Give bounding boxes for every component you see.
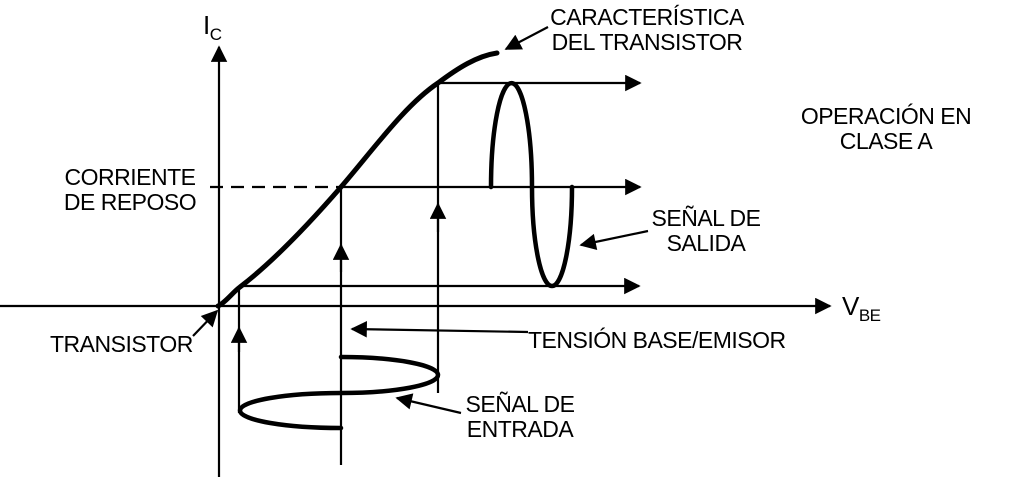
class-a-operation-label: OPERACIÓN EN CLASE A	[800, 103, 972, 154]
output-signal-label: SEÑAL DE SALIDA	[652, 206, 761, 256]
y-axis-label-sub: C	[209, 25, 222, 44]
y-axis-label-main: I	[203, 10, 210, 40]
characteristic-label: CARACTERÍSTICA DEL TRANSISTOR	[550, 5, 744, 55]
input-signal-leader-arrow	[395, 393, 462, 415]
quiescent-current-label-line2: DE REPOSO	[63, 189, 197, 215]
y-axis-label: IC	[203, 10, 222, 44]
input-signal-label: SEÑAL DE ENTRADA	[466, 392, 575, 442]
characteristic-label-line2: DEL TRANSISTOR	[551, 29, 743, 55]
class-a-operation-label-line2: CLASE A	[839, 128, 933, 154]
output-signal-leader-arrow	[579, 229, 649, 251]
base-emitter-leader-arrow	[350, 321, 529, 338]
output-signal-label-line2: SALIDA	[666, 230, 746, 256]
base-emitter-voltage-label: TENSIÓN BASE/EMISOR	[528, 327, 786, 353]
transistor-characteristic-curve	[215, 50, 500, 309]
transistor-leader-arrow	[192, 309, 219, 337]
input-signal-label-line1: SEÑAL DE	[465, 391, 575, 417]
x-axis-label: VBE	[842, 291, 881, 325]
output-signal-label-line1: SEÑAL DE	[651, 205, 761, 231]
characteristic-label-line1: CARACTERÍSTICA	[550, 4, 744, 30]
quiescent-current-label: CORRIENTE DE REPOSO	[63, 164, 197, 215]
output-signal-wave	[488, 80, 575, 289]
quiescent-current-label-line1: CORRIENTE	[64, 164, 196, 190]
input-signal-wave	[237, 354, 441, 431]
characteristic-leader-arrow	[504, 26, 549, 50]
input-signal-label-line2: ENTRADA	[466, 416, 574, 442]
x-axis-label-main: V	[842, 291, 859, 321]
x-axis-label-sub: BE	[858, 306, 881, 325]
class-a-operation-label-line1: OPERACIÓN EN	[800, 103, 972, 129]
transistor-label: TRANSISTOR	[50, 331, 193, 357]
